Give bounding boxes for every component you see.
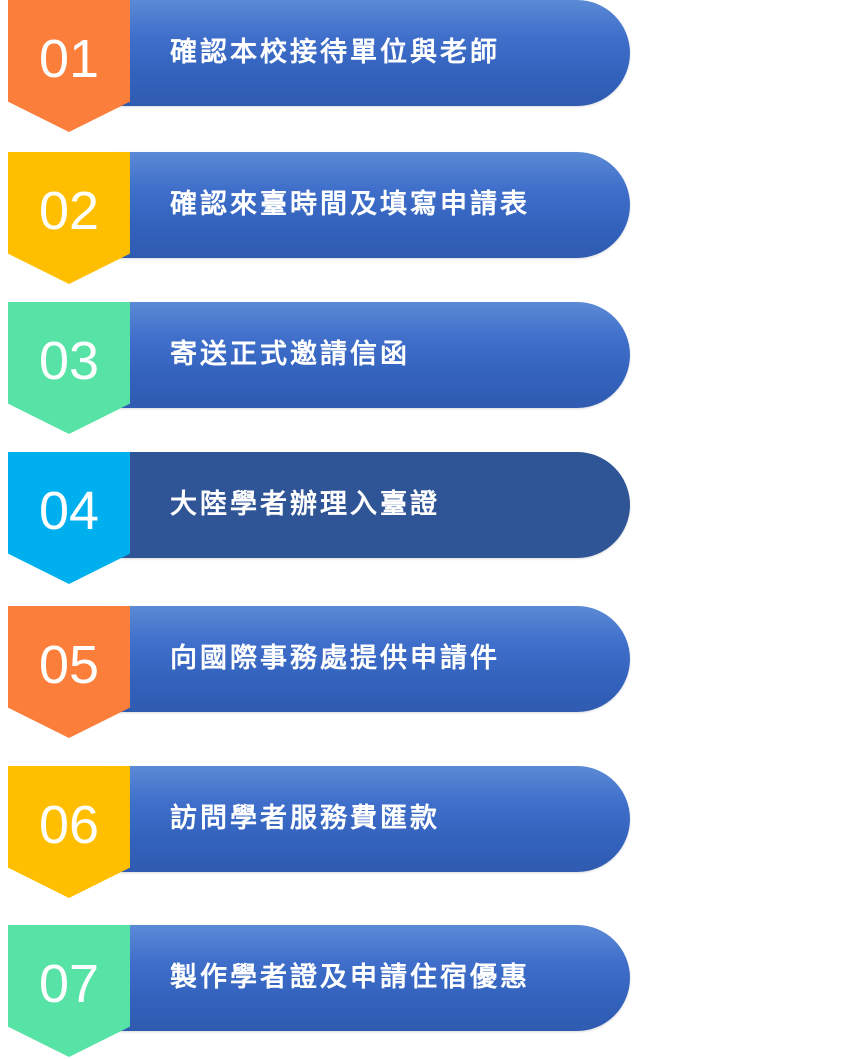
step-01: 確認本校接待單位與老師 01 — [8, 0, 630, 132]
step-bar — [108, 452, 630, 558]
step-number: 03 — [38, 331, 100, 391]
step-label: 製作學者證及申請住宿優惠 — [170, 962, 530, 993]
step-03: 寄送正式邀請信函 03 — [8, 302, 630, 434]
step-number: 07 — [38, 954, 100, 1014]
step-label: 訪問學者服務費匯款 — [170, 803, 440, 834]
step-bar — [108, 0, 630, 106]
step-05: 向國際事務處提供申請件 05 — [8, 606, 630, 738]
step-number-badge — [8, 766, 130, 898]
step-number-badge — [8, 925, 130, 1057]
step-bar — [108, 606, 630, 712]
step-number: 04 — [38, 481, 100, 541]
step-07: 製作學者證及申請住宿優惠 07 — [8, 925, 630, 1057]
step-bar — [108, 766, 630, 872]
step-number: 06 — [38, 795, 100, 855]
step-number-badge — [8, 152, 130, 284]
step-06: 訪問學者服務費匯款 06 — [8, 766, 630, 898]
step-label: 大陸學者辦理入臺證 — [170, 489, 440, 520]
step-number-badge — [8, 302, 130, 434]
step-number: 01 — [38, 29, 100, 89]
step-02: 確認來臺時間及填寫申請表 02 — [8, 152, 630, 284]
step-number-badge — [8, 452, 130, 584]
step-bar — [108, 302, 630, 408]
step-number: 02 — [38, 181, 100, 241]
step-bar — [108, 152, 630, 258]
step-number-badge — [8, 606, 130, 738]
step-label: 向國際事務處提供申請件 — [170, 643, 500, 674]
step-number: 05 — [38, 635, 100, 695]
step-label: 確認來臺時間及填寫申請表 — [170, 189, 530, 220]
step-label: 寄送正式邀請信函 — [170, 339, 410, 370]
step-label: 確認本校接待單位與老師 — [170, 37, 500, 68]
step-04: 大陸學者辦理入臺證 04 — [8, 452, 630, 584]
step-bar — [108, 925, 630, 1031]
step-number-badge — [8, 0, 130, 132]
